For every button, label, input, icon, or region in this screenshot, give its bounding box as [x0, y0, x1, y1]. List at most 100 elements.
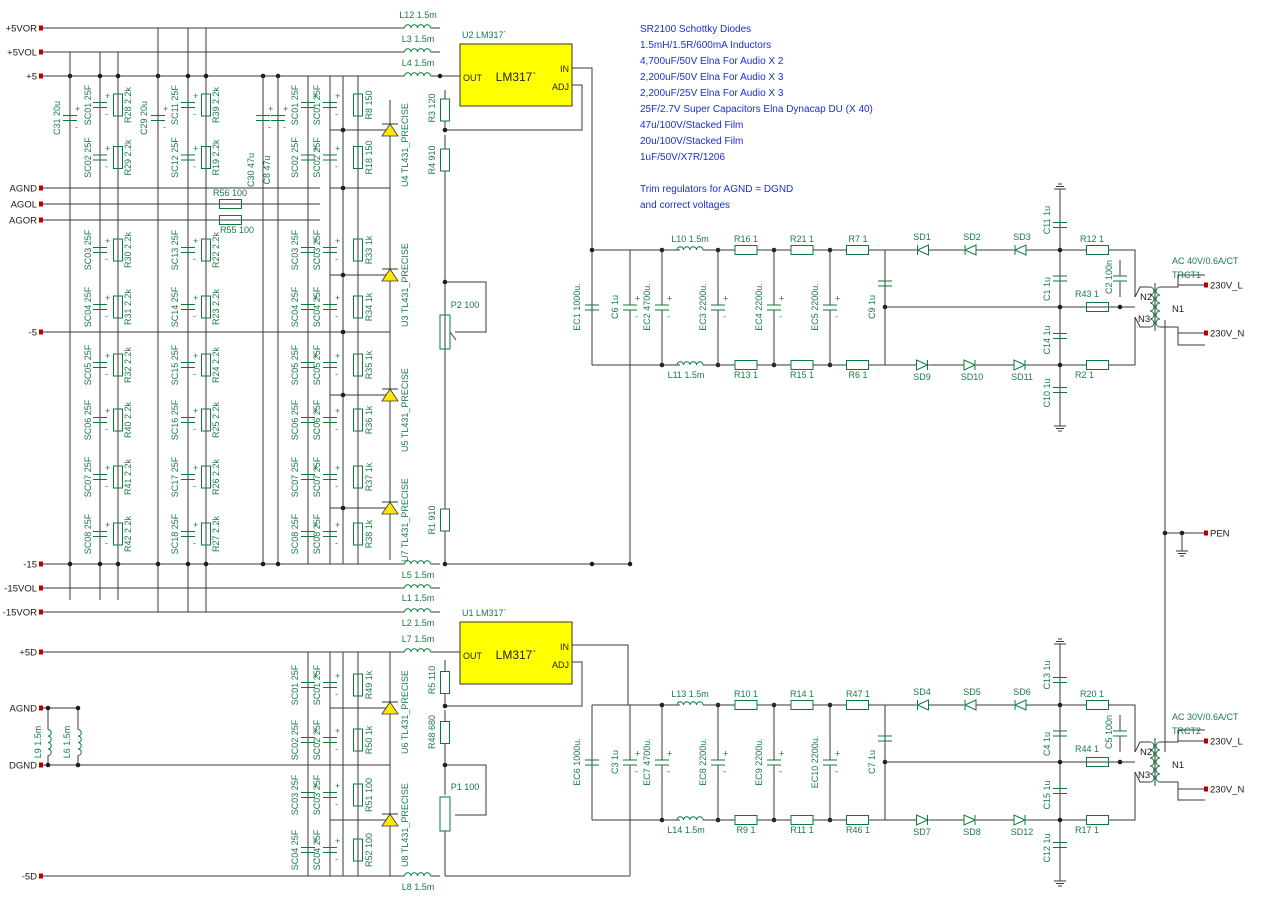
diode: [916, 699, 929, 711]
junction-dot: [340, 392, 346, 398]
part-label: C13 1u: [1042, 660, 1052, 689]
polarity-mark: +: [313, 726, 318, 736]
part-label: SC15 25F: [170, 344, 180, 385]
part-label: U5 TL431_PRECISE: [400, 368, 410, 452]
part-label: SC02 25F: [290, 137, 300, 178]
polarity-mark: +: [105, 91, 110, 101]
part-label: P1 100: [451, 782, 480, 792]
polarity-mark: +: [105, 144, 110, 154]
wire: [445, 661, 583, 707]
polarity-mark: -: [313, 538, 316, 548]
part-label: SD2: [963, 232, 981, 242]
part-label: SC05 25F: [83, 344, 93, 385]
part-label: R5 110: [427, 666, 437, 694]
pin-out-label: OUT: [463, 73, 483, 83]
polarity-mark: -: [313, 799, 316, 809]
polarity-mark: -: [105, 424, 108, 434]
part-label: R6 1: [848, 370, 867, 380]
polarity-mark: -: [835, 767, 838, 777]
part-label: SC03 25F: [83, 229, 93, 270]
part-label: R2 1: [1075, 370, 1094, 380]
part-label: SC13 25F: [170, 229, 180, 270]
part-label: SC04 25F: [290, 286, 300, 327]
part-label: R40 2.2k: [123, 401, 133, 438]
net-label: +5: [26, 72, 37, 83]
net-label: 230V_L: [1210, 737, 1243, 748]
junction-dot: [97, 561, 103, 567]
note-line: Trim regulators for AGND = DGND: [640, 184, 794, 195]
polarity-mark: -: [193, 424, 196, 434]
polarity-mark: +: [723, 294, 728, 304]
wire: [1134, 316, 1150, 328]
part-label: SC06 25F: [290, 399, 300, 440]
junction-dot: [115, 73, 121, 79]
resistor: [734, 700, 758, 710]
resistor: [201, 238, 211, 262]
pin-out-label: OUT: [463, 651, 483, 661]
inductor: [404, 872, 431, 877]
part-label: R38 1k: [364, 519, 374, 548]
part-label: R7 1: [848, 234, 867, 244]
polarity-mark: -: [335, 311, 338, 321]
part-label: SD12: [1011, 827, 1034, 837]
part-label: R16 1: [734, 234, 758, 244]
polarity-mark: +: [193, 351, 198, 361]
net-label: -5: [29, 328, 37, 339]
junction-dot: [75, 762, 81, 768]
junction-dot: [97, 73, 103, 79]
net-label: AGOR: [9, 216, 37, 227]
winding-label: N1: [1172, 304, 1184, 315]
part-label: R41 2.2k: [123, 458, 133, 495]
note-line: [640, 166, 873, 182]
polarity-mark: +: [313, 406, 318, 416]
resistor: [201, 295, 211, 319]
polarity-mark: +: [105, 406, 110, 416]
junction-dot: [1179, 530, 1185, 536]
part-label: L5 1.5m: [402, 570, 435, 580]
resistor: [440, 721, 450, 744]
junction-dot: [185, 561, 191, 567]
part-label: L8 1.5m: [402, 882, 435, 892]
polarity-mark: +: [667, 294, 672, 304]
junction-dot: [203, 561, 209, 567]
diode: [963, 814, 977, 826]
net-label: 230V_N: [1210, 329, 1244, 340]
junction-dot: [1117, 304, 1123, 310]
junction-dot: [442, 127, 448, 133]
wire: [572, 67, 628, 251]
polarity-mark: -: [193, 538, 196, 548]
part-label: SC06 25F: [312, 399, 322, 440]
resistor: [113, 522, 123, 546]
polarity-mark: +: [335, 463, 340, 473]
net-label: AGND: [10, 704, 38, 715]
resistor: [113, 408, 123, 432]
note-line: 20u/100V/Stacked Film: [640, 136, 744, 147]
polarity-mark: +: [283, 104, 288, 114]
net-label: -5D: [22, 872, 37, 883]
polarity-mark: +: [313, 351, 318, 361]
net-label: +5VOL: [7, 48, 37, 59]
polarity-mark: +: [313, 293, 318, 303]
part-label: SC03 25F: [290, 229, 300, 270]
lm317-body: [459, 43, 573, 107]
polarity-mark: +: [193, 91, 198, 101]
polarity-mark: +: [193, 406, 198, 416]
tl431-shunt: [381, 268, 399, 282]
resistor: [353, 238, 363, 262]
part-label: C14 1u: [1042, 325, 1052, 354]
part-label: C11 1u: [1042, 206, 1052, 234]
part-label: P2 100: [451, 300, 480, 310]
resistor: [353, 838, 363, 862]
part-label: R36 1k: [364, 405, 374, 434]
part-label: R20 1: [1080, 689, 1104, 699]
port-pin: [39, 25, 43, 31]
polarity-mark: -: [335, 254, 338, 264]
wire: [1160, 274, 1205, 288]
wire: [1160, 781, 1205, 801]
polarity-mark: +: [335, 671, 340, 681]
part-label: C1 1u: [1042, 277, 1052, 301]
polarity-mark: +: [313, 836, 318, 846]
wire: [445, 764, 487, 816]
